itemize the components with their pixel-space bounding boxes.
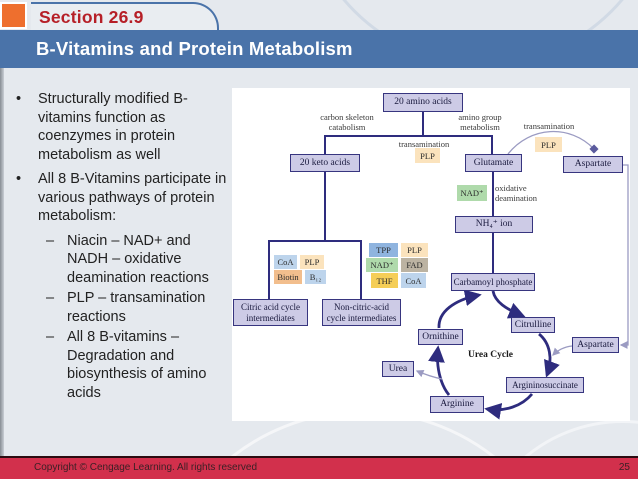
title-bar: B-Vitamins and Protein Metabolism (0, 30, 638, 68)
bullet-item: • Structurally modified B-vitamins funct… (16, 90, 232, 164)
section-tab: Section 26.9 (31, 2, 219, 30)
bullet-list: • Structurally modified B-vitamins funct… (16, 90, 232, 404)
sub-bullet-item: – All 8 B-vitamins – Degradation and bio… (46, 328, 232, 402)
label-amino-group-metabolism: amino group metabolism (458, 112, 502, 133)
box-citric-acid-intermediates: Citric acid cycle intermediates (233, 299, 308, 326)
badge-nad-top: NAD⁺ (457, 185, 487, 201)
bullet-item: • All 8 B-Vitamins participate in variou… (16, 170, 232, 226)
page-title: B-Vitamins and Protein Metabolism (36, 38, 353, 59)
label-transamination-center: transamination (398, 139, 450, 149)
box-non-citric-acid-intermediates: Non-citric-acid cycle intermediates (322, 299, 401, 326)
box-carbamoyl-phosphate: Carbamoyl phosphate (451, 273, 535, 291)
sub-bullet-item: – Niacin – NAD+ and NADH – oxidative dea… (46, 232, 232, 288)
label-transamination-arc: transamination (523, 121, 575, 131)
badge-thf: THF (371, 273, 398, 288)
badge-plp-arc: PLP (535, 137, 562, 152)
badge-tpp: TPP (369, 243, 398, 257)
metabolism-diagram: 20 amino acids 20 keto acids Glutamate A… (232, 88, 630, 421)
box-ammonium-ion: NH₄⁺ ion (455, 216, 533, 233)
badge-fad: FAD (401, 258, 428, 272)
badge-plp-center: PLP (415, 148, 440, 163)
badge-nad-2: NAD⁺ (366, 258, 398, 272)
page-number: 25 (618, 462, 630, 473)
footer-bar: Copyright © Cengage Learning. All rights… (0, 456, 638, 479)
bullet-marker: • (16, 171, 22, 187)
section-label: Section 26.9 (39, 7, 144, 27)
badge-coa-2: CoA (401, 273, 426, 288)
bullet-marker: – (46, 329, 55, 345)
left-edge-strip (0, 68, 4, 457)
bullet-text: All 8 B-vitamins – Degradation and biosy… (67, 329, 207, 401)
box-aspartate-low: Aspartate (572, 337, 619, 353)
bullet-marker: – (46, 232, 55, 249)
box-amino-acids: 20 amino acids (383, 93, 463, 112)
box-glutamate: Glutamate (465, 154, 522, 172)
copyright-text: Copyright © Cengage Learning. All rights… (34, 462, 258, 473)
box-urea: Urea (382, 361, 414, 377)
label-carbon-skeleton-catabolism: carbon skeleton catabolism (320, 112, 374, 133)
sub-bullet-item: – PLP – transamination reactions (46, 289, 232, 326)
orange-accent-square (0, 2, 27, 29)
label-urea-cycle: Urea Cycle (468, 350, 513, 360)
badge-plp-2: PLP (401, 243, 428, 257)
label-oxidative-deamination: oxidative deamination (495, 183, 538, 204)
bullet-text: Niacin – NAD+ and NADH – oxidative deami… (67, 232, 209, 286)
bullet-marker: – (46, 290, 55, 306)
box-keto-acids: 20 keto acids (290, 154, 360, 172)
bullet-text: PLP – transamination reactions (67, 290, 206, 325)
box-aspartate-top: Aspartate (563, 156, 623, 173)
box-citrulline: Citrulline (511, 317, 555, 333)
diagram-lines (268, 112, 629, 420)
badge-plp-1: PLP (300, 255, 324, 269)
bullet-text: Structurally modified B-vitamins functio… (38, 91, 188, 163)
box-arginine: Arginine (430, 396, 484, 413)
badge-b12: B₁₂ (305, 270, 326, 284)
badge-biotin: Biotin (274, 270, 302, 284)
box-ornithine: Ornithine (418, 329, 463, 345)
box-argininosuccinate: Argininosuccinate (506, 377, 584, 393)
bullet-marker: • (16, 91, 22, 107)
bullet-text: All 8 B-Vitamins participate in various … (38, 171, 227, 224)
badge-coa-1: CoA (274, 255, 297, 269)
